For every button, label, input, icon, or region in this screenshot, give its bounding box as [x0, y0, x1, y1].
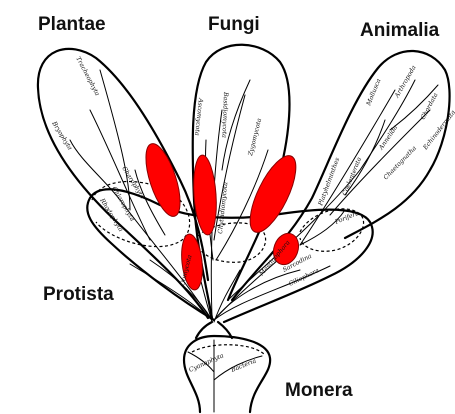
branch-label-bacteria: Bacteria [229, 357, 257, 374]
branch-label-porifera: Porifera [333, 210, 360, 226]
branch-label-basidiomycota: Basidiomycota [220, 91, 229, 138]
kingdom-label-plantae: Plantae [38, 14, 106, 35]
kingdom-label-fungi: Fungi [208, 14, 260, 35]
animalia-outline [232, 51, 450, 300]
branch-label-bryophyta: Bryophyta [50, 120, 74, 152]
kingdom-label-animalia: Animalia [360, 20, 440, 41]
branch-label-chaetognatha: Chaetognatha [382, 145, 418, 182]
monera-outline [184, 336, 270, 412]
monera-boundary [192, 345, 264, 354]
branch-label-zygomycota: Zygomycota [247, 117, 263, 157]
branch-label-chordata: Chordata [420, 92, 440, 121]
branch-label-chytridiomycota: Chytridiomycota [217, 181, 229, 234]
kingdom-label-protista: Protista [43, 284, 114, 305]
branch-label-tracheophyta: Tracheophyta [74, 56, 101, 98]
kingdom-label-monera: Monera [285, 380, 353, 401]
branch-label-ciliophora: Ciliophora [288, 267, 321, 288]
